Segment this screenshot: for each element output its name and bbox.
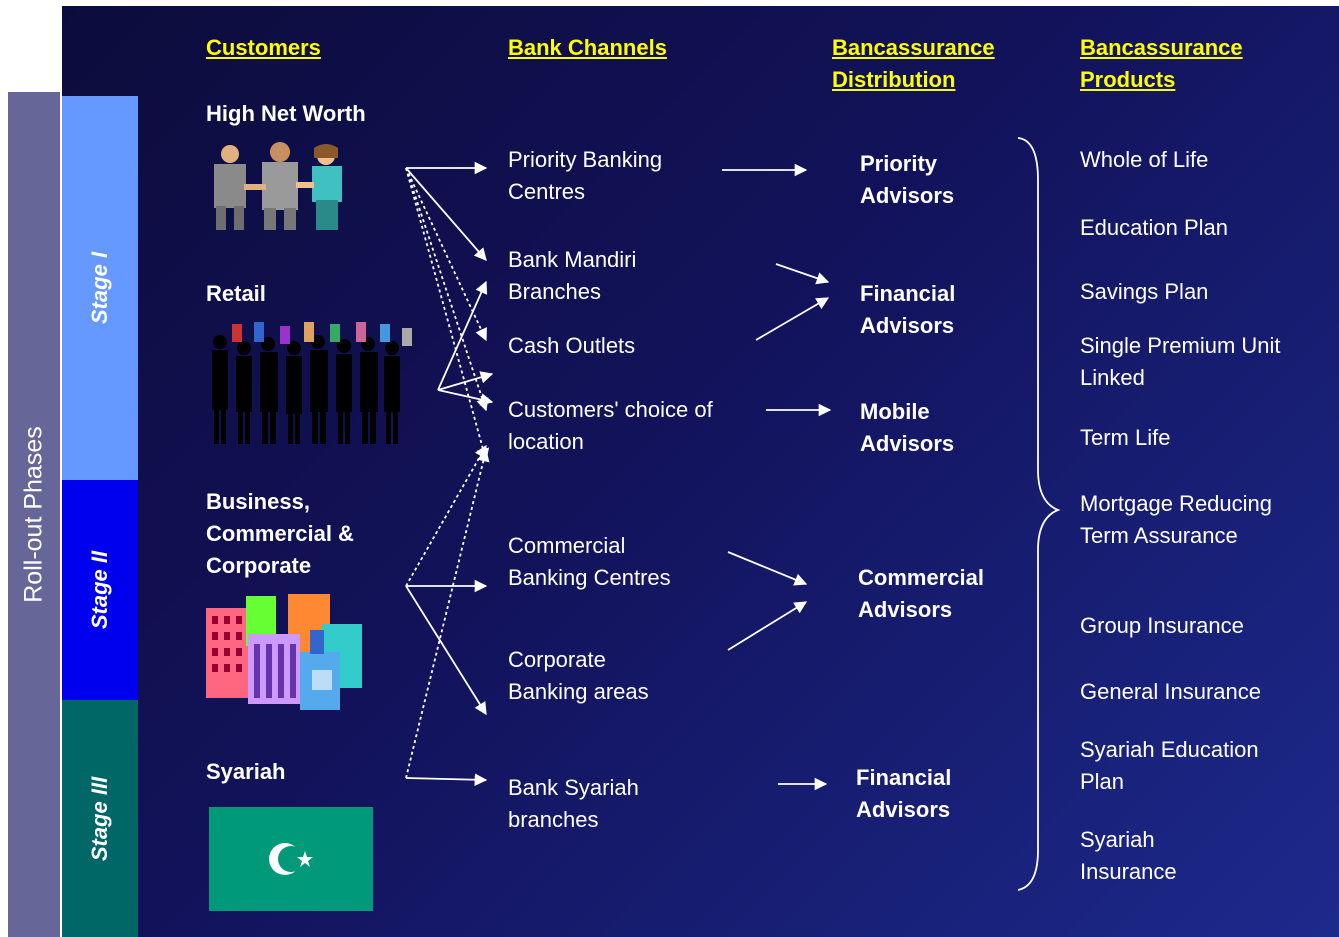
channel-corporate-line2: Banking areas: [508, 679, 649, 704]
product-syariah-education-line2: Plan: [1080, 769, 1125, 794]
header-customers: Customers: [206, 35, 321, 60]
product-savings-plan: Savings Plan: [1080, 279, 1209, 304]
header-products-line1: Bancassurance: [1080, 35, 1243, 60]
channel-mandiri-line1: Bank Mandiri: [508, 247, 637, 272]
roll-out-phases-bar: Roll-out Phases: [8, 92, 60, 937]
product-syariah-education-line1: Syariah Education: [1080, 737, 1259, 762]
header-bank-channels: Bank Channels: [508, 35, 667, 60]
product-syariah-insurance-line1: Syariah: [1080, 827, 1155, 852]
channel-priority-line1: Priority Banking: [508, 147, 663, 172]
customer-retail: Retail: [206, 281, 266, 306]
stage-3-bar: Stage III: [62, 700, 138, 937]
product-syariah-insurance-line2: Insurance: [1080, 859, 1177, 884]
advisor-syariah-financial-line1: Financial: [856, 765, 952, 790]
product-whole-of-life: Whole of Life: [1080, 147, 1209, 172]
advisor-commercial-line2: Advisors: [858, 597, 953, 622]
customer-syariah: Syariah: [206, 759, 286, 784]
advisor-mobile-line2: Advisors: [860, 431, 955, 456]
channel-commercial-line2: Banking Centres: [508, 565, 671, 590]
channel-mandiri-line2: Branches: [508, 279, 601, 304]
advisor-financial-line1: Financial: [860, 281, 956, 306]
stage-2-bar: Stage II: [62, 480, 138, 700]
channel-customer-choice-line2: location: [508, 429, 584, 454]
header-distribution-line1: Bancassurance: [832, 35, 995, 60]
product-mortgage-line1: Mortgage Reducing: [1080, 491, 1273, 516]
header-distribution-line2: Distribution: [832, 67, 956, 92]
product-term-life: Term Life: [1080, 425, 1171, 450]
stage-1-bar: Stage I: [62, 96, 138, 480]
channel-priority-line2: Centres: [508, 179, 586, 204]
customer-high-net-worth: High Net Worth: [206, 101, 366, 126]
customer-business-line3: Corporate: [206, 553, 312, 578]
advisor-priority-line2: Advisors: [860, 183, 955, 208]
advisor-commercial-line1: Commercial: [858, 565, 984, 590]
channel-customer-choice-line1: Customers' choice of: [508, 397, 713, 422]
customer-business-line2: Commercial &: [206, 521, 354, 546]
product-general-insurance: General Insurance: [1080, 679, 1261, 704]
advisor-financial-line2: Advisors: [860, 313, 955, 338]
advisor-mobile-line1: Mobile: [860, 399, 930, 424]
office-buildings-icon: [206, 594, 362, 710]
advisor-syariah-financial-line2: Advisors: [856, 797, 951, 822]
product-single-premium-line2: Linked: [1080, 365, 1145, 390]
business-people-icon: [214, 142, 342, 230]
channel-cash-outlets: Cash Outlets: [508, 333, 636, 358]
product-mortgage-line2: Term Assurance: [1080, 523, 1238, 548]
channel-syariah-line2: branches: [508, 807, 599, 832]
product-education-plan: Education Plan: [1080, 215, 1228, 240]
channel-corporate-line1: Corporate: [508, 647, 606, 672]
channel-commercial-line1: Commercial: [508, 533, 626, 558]
header-products-line2: Products: [1080, 67, 1176, 92]
advisor-priority-line1: Priority: [860, 151, 938, 176]
channel-syariah-line1: Bank Syariah: [508, 775, 639, 800]
customer-business-line1: Business,: [206, 489, 310, 514]
crowd-icon: [212, 322, 412, 444]
product-group-insurance: Group Insurance: [1080, 613, 1244, 638]
product-single-premium-line1: Single Premium Unit: [1080, 333, 1281, 358]
crescent-star-flag-icon: [209, 807, 373, 911]
slide-background: [62, 6, 1339, 937]
